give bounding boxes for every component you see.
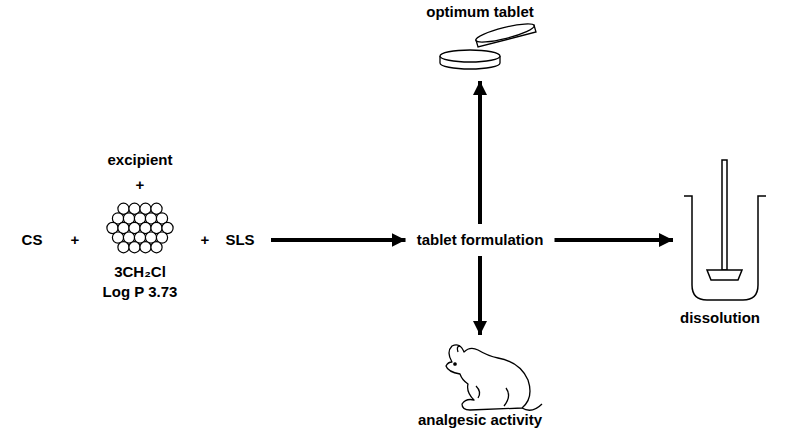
- plus-sign: +: [201, 231, 210, 249]
- output-label: optimum tablet: [426, 3, 534, 21]
- component-label: SLS: [225, 231, 254, 249]
- plus-sign: +: [136, 176, 145, 194]
- compound-label: CS: [22, 231, 43, 249]
- particle: [151, 242, 162, 253]
- particle-cluster: [107, 203, 173, 253]
- dissolution-vessel: [684, 160, 766, 300]
- mouse-illustration: [446, 345, 542, 410]
- tablet-illustration: [440, 20, 536, 69]
- formula-label: 3CH₂Cl: [114, 263, 166, 281]
- stage-node: optimum tablet: [410, 2, 550, 78]
- plus-sign: +: [71, 231, 80, 249]
- input-group: CS + excipient +3CH₂ClLog P 3.73 + SLS: [10, 148, 268, 306]
- particle: [140, 242, 151, 253]
- stage-node: tablet formulation: [409, 227, 552, 253]
- output-label: analgesic activity: [418, 411, 542, 429]
- flow-arrow: [555, 238, 674, 242]
- flow-arrow: [271, 238, 406, 242]
- output-label: dissolution: [680, 309, 760, 327]
- stage-node: analgesic activity: [405, 338, 555, 430]
- component-label: excipient: [107, 151, 172, 169]
- flow-arrow: [478, 81, 482, 224]
- particle: [129, 242, 140, 253]
- logp-value: Log P 3.73: [103, 283, 178, 301]
- particle: [118, 242, 129, 253]
- flow-arrow: [478, 256, 482, 335]
- process-label: tablet formulation: [417, 231, 544, 249]
- stage-node: dissolution: [676, 156, 774, 328]
